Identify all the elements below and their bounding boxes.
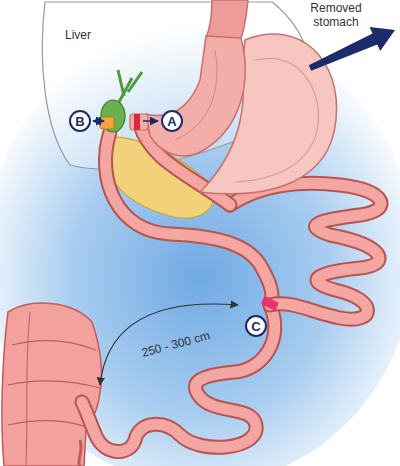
callout-circle: C xyxy=(245,315,267,337)
organ-label: Liver xyxy=(65,29,91,43)
callout-letter: C xyxy=(251,320,260,333)
callout-circle: B xyxy=(69,110,91,132)
callout-letter: A xyxy=(167,115,176,128)
callout-circle: A xyxy=(161,110,183,132)
organ-label: Removed stomach xyxy=(300,2,372,30)
callout-letter: B xyxy=(75,115,84,128)
